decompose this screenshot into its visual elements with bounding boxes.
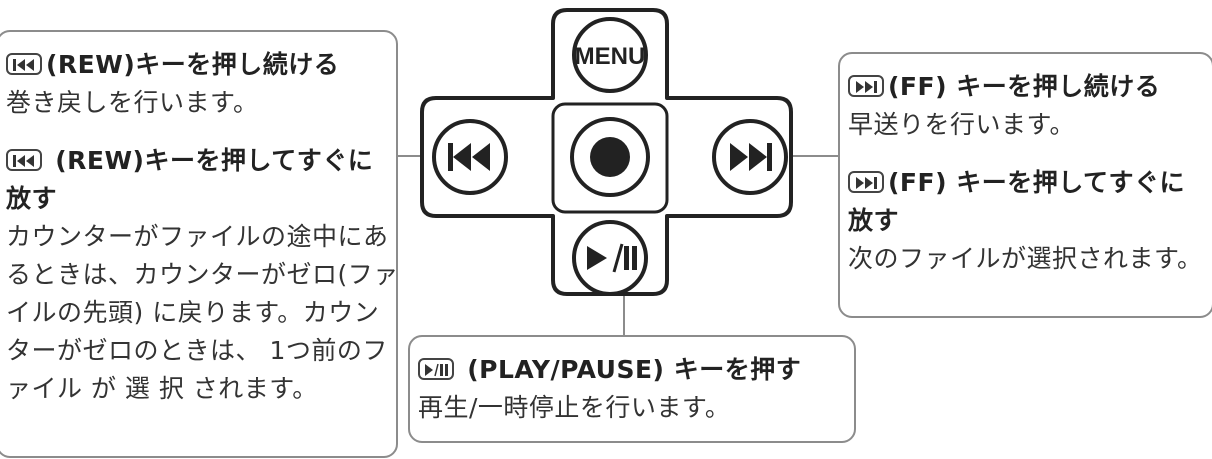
rew-callout: (REW)キーを押し続ける 巻き戻しを行います。 (REW)キーを押してすぐに … [0, 30, 398, 458]
fast-forward-icon [848, 75, 884, 97]
ff-button[interactable] [712, 119, 788, 195]
center-button[interactable] [570, 117, 650, 197]
play-pause-icon [418, 358, 454, 380]
play-connector [623, 285, 625, 335]
fast-forward-icon [730, 143, 772, 171]
rew-hold-title: (REW)キーを押し続ける [6, 46, 388, 84]
rewind-icon [448, 143, 490, 171]
fast-forward-icon [848, 171, 884, 193]
rewind-icon [6, 149, 42, 171]
ff-press-desc: 次のファイルが選択されます。 [848, 244, 1203, 273]
menu-label: MENU [575, 43, 646, 70]
ff-connector [770, 155, 838, 157]
play-desc: 再生/一時停止を行います。 [418, 393, 731, 422]
rew-press-desc-line: るときは、カウンターがゼロ(ファ [6, 260, 399, 289]
ff-hold-title: (FF) キーを押し続ける [848, 68, 1204, 106]
ff-press-title-cont: 放す [848, 206, 900, 235]
play-pause-button[interactable] [572, 220, 648, 296]
rewind-icon [6, 53, 42, 75]
rew-button[interactable] [432, 119, 508, 195]
ff-hold-desc: 早送りを行います。 [848, 110, 1076, 139]
rew-press-desc-line: ターがゼロのときは、 1つ前のフ [6, 336, 388, 365]
ff-callout: (FF) キーを押し続ける 早送りを行います。 (FF) キーを押してすぐに 放… [838, 52, 1212, 318]
play-pause-icon [587, 243, 637, 273]
rew-hold-desc: 巻き戻しを行います。 [6, 88, 259, 117]
play-callout: (PLAY/PAUSE) キーを押す 再生/一時停止を行います。 [408, 335, 856, 443]
play-title: (PLAY/PAUSE) キーを押す [418, 351, 846, 389]
rew-press-title-cont: 放す [6, 184, 58, 213]
rew-press-desc-line: ァイル が 選 択 されます。 [6, 374, 318, 403]
menu-button[interactable]: MENU [572, 17, 648, 93]
rew-press-desc-line: カウンターがファイルの途中にあ [6, 222, 389, 251]
rew-press-desc-line: イルの先頭) に戻ります。カウン [6, 298, 380, 327]
ff-press-title: (FF) キーを押してすぐに [848, 164, 1204, 202]
record-dot-icon [590, 137, 630, 177]
rew-press-title: (REW)キーを押してすぐに [6, 142, 388, 180]
